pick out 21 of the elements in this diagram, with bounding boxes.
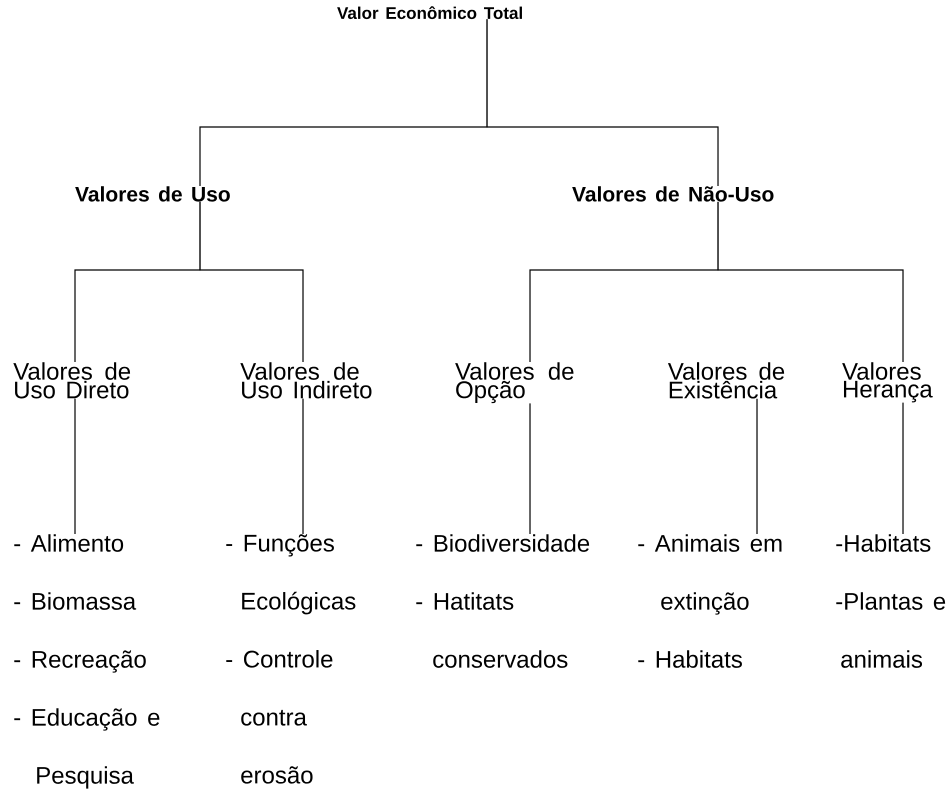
item-list: -Habitats -Plantas e animais xyxy=(836,534,946,668)
connector-line xyxy=(302,398,304,534)
connector-line xyxy=(486,19,719,186)
connector-line xyxy=(717,202,904,362)
connector-line xyxy=(529,403,531,534)
connector-line xyxy=(74,398,76,534)
category-label: Valores de Não-Uso xyxy=(572,186,774,202)
title-text: Valor Econômico Total xyxy=(337,6,522,20)
item-list: - Funções Ecológicas - Controle contra erosão xyxy=(226,534,356,784)
category-label: Valores de Existência xyxy=(668,362,784,399)
category-label: Valores de Opção xyxy=(455,362,574,404)
item-list: - Animais em extinção - Habitats xyxy=(638,534,782,668)
category-label: Valores de Uso Direto xyxy=(13,362,130,398)
connector-line xyxy=(199,202,304,362)
connector-line xyxy=(902,402,904,534)
connector-line xyxy=(756,398,758,534)
item-list: - Alimento - Biomassa - Recreação - Educação e Pesquisa xyxy=(14,534,160,789)
category-label: Valores Herança xyxy=(842,362,933,402)
item-list: - Biodiversidade - Hatitats conservados xyxy=(416,534,590,668)
category-label: Valores de Uso xyxy=(75,186,230,202)
category-label: Valores de Uso Indireto xyxy=(240,362,372,398)
